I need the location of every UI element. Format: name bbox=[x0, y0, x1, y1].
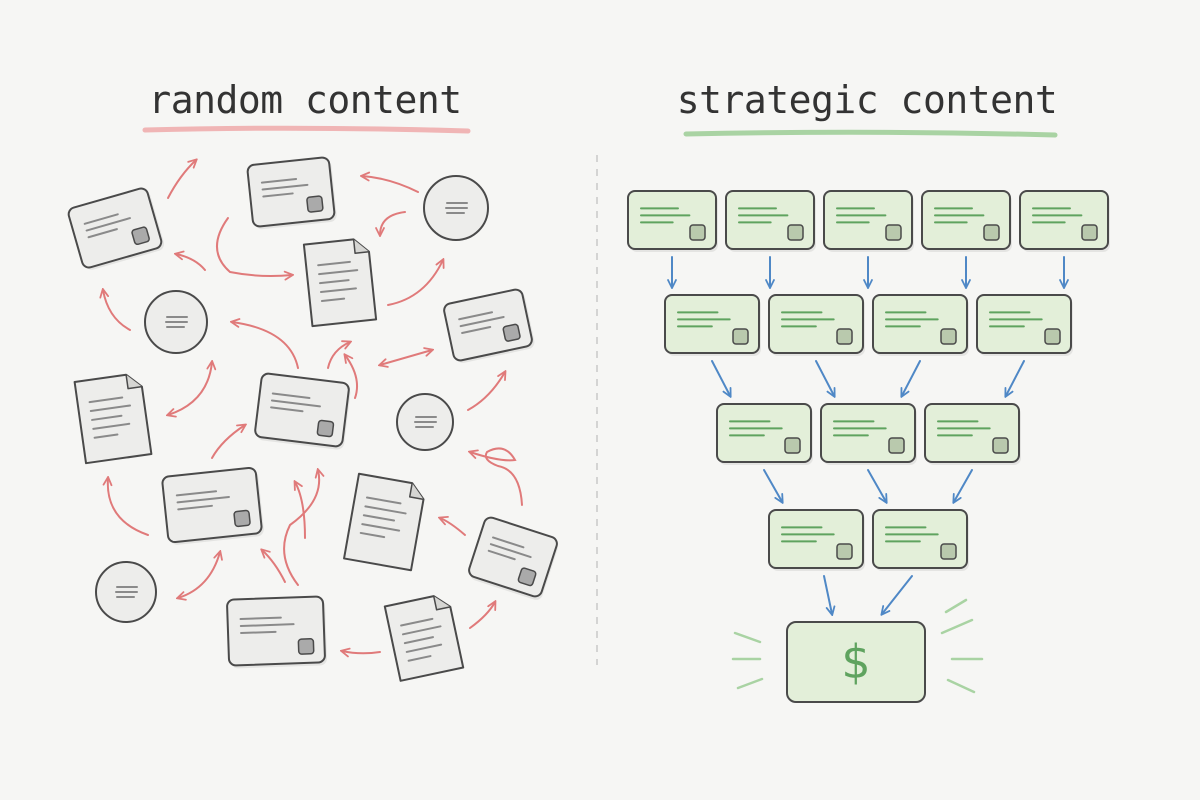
content-card-icon bbox=[468, 516, 558, 600]
content-card-icon bbox=[820, 403, 917, 465]
arrow-icon bbox=[103, 290, 131, 331]
arrow-icon bbox=[342, 651, 381, 653]
arrow-icon bbox=[262, 550, 286, 583]
arrow-icon bbox=[469, 602, 495, 629]
arrow-icon bbox=[387, 260, 443, 306]
random-content-title: random content bbox=[148, 78, 462, 122]
arrow-icon bbox=[216, 217, 292, 276]
arrow-icon bbox=[283, 470, 319, 586]
arrow-icon bbox=[168, 362, 212, 415]
circle-post-icon bbox=[423, 175, 489, 241]
arrow-icon bbox=[380, 211, 406, 235]
arrow-icon bbox=[178, 552, 220, 598]
circle-post-icon bbox=[95, 561, 157, 623]
arrow-icon bbox=[440, 518, 466, 536]
content-card-icon bbox=[823, 190, 914, 252]
circle-post-icon bbox=[144, 290, 208, 354]
arrow-icon bbox=[1006, 360, 1025, 396]
goal-glow-rays bbox=[731, 598, 984, 694]
arrow-icon bbox=[167, 160, 196, 199]
arrow-icon bbox=[345, 355, 358, 399]
dollar-sign-icon: $ bbox=[841, 635, 870, 689]
arrow-icon bbox=[211, 425, 245, 459]
content-card-icon bbox=[768, 294, 865, 356]
content-card-icon bbox=[872, 509, 969, 571]
arrow-icon bbox=[902, 360, 921, 396]
content-card-icon bbox=[161, 466, 264, 545]
content-card-icon bbox=[246, 156, 337, 230]
content-card-icon bbox=[443, 288, 535, 363]
content-card-icon bbox=[716, 403, 813, 465]
document-icon bbox=[302, 238, 378, 328]
arrow-icon bbox=[711, 360, 730, 396]
arrow-icon bbox=[470, 447, 523, 506]
content-card-icon bbox=[872, 294, 969, 356]
arrow-icon bbox=[823, 575, 832, 614]
arrow-icon bbox=[763, 469, 782, 502]
content-card-icon bbox=[254, 372, 351, 450]
strategic-content-funnel bbox=[627, 190, 1110, 571]
circle-post-icon bbox=[396, 393, 454, 451]
arrow-icon bbox=[295, 482, 306, 539]
arrow-icon bbox=[327, 342, 350, 369]
arrow-icon bbox=[108, 478, 149, 536]
content-card-icon bbox=[768, 509, 865, 571]
content-card-icon bbox=[921, 190, 1012, 252]
strategic-title-underline bbox=[683, 129, 1058, 138]
content-card-icon bbox=[976, 294, 1073, 356]
arrow-icon bbox=[867, 469, 886, 502]
arrow-icon bbox=[380, 350, 432, 365]
document-icon bbox=[343, 472, 425, 572]
strategic-content-title: strategic content bbox=[676, 78, 1058, 122]
arrow-icon bbox=[882, 575, 913, 614]
goal-revenue-card bbox=[786, 621, 926, 703]
random-arrows bbox=[103, 160, 523, 653]
arrow-icon bbox=[176, 254, 206, 271]
content-card-icon bbox=[924, 403, 1021, 465]
content-card-icon bbox=[725, 190, 816, 252]
document-icon bbox=[73, 373, 153, 465]
content-card-icon bbox=[226, 595, 327, 669]
arrow-icon bbox=[815, 360, 834, 396]
arrow-icon bbox=[232, 322, 299, 369]
content-card-icon bbox=[67, 187, 165, 270]
random-content-items bbox=[67, 156, 558, 682]
random-title-underline bbox=[142, 125, 471, 134]
content-card-icon bbox=[627, 190, 718, 252]
arrow-icon bbox=[362, 176, 419, 193]
arrow-icon bbox=[467, 372, 505, 411]
funnel-arrows bbox=[672, 256, 1064, 614]
content-card-icon bbox=[664, 294, 761, 356]
content-card-icon bbox=[1019, 190, 1110, 252]
arrow-icon bbox=[954, 469, 973, 502]
document-icon bbox=[383, 595, 465, 682]
